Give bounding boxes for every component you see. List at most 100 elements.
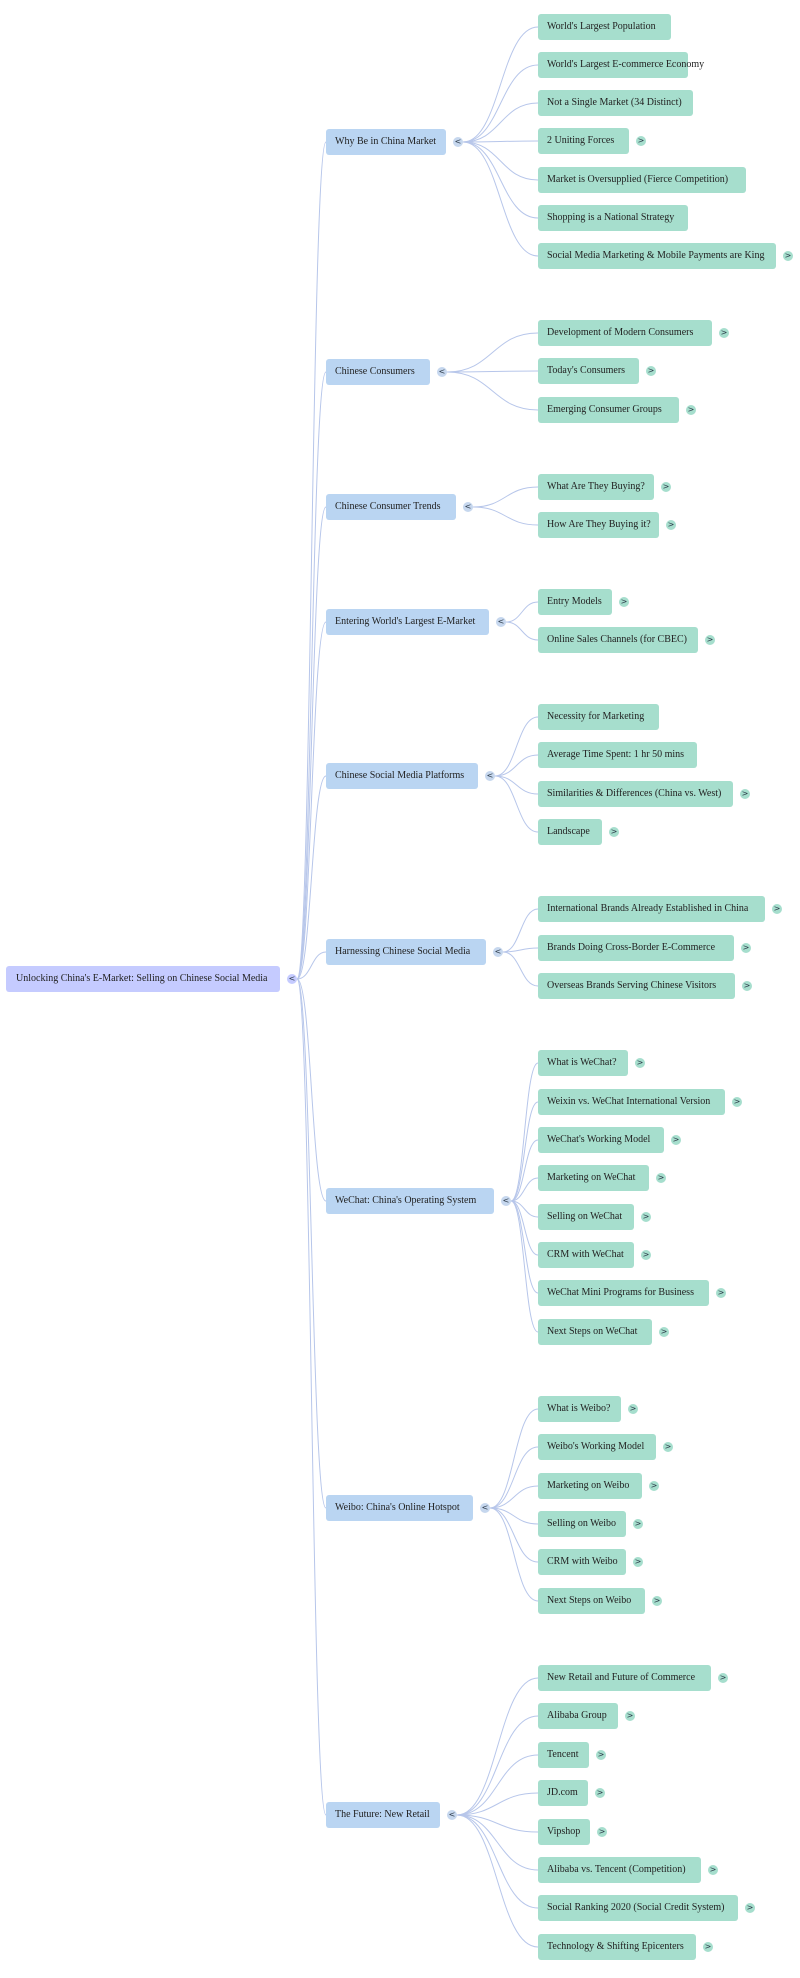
leaf-landscape[interactable]: Landscape (538, 819, 602, 845)
leaf-selling-on-weibo[interactable]: Selling on Weibo (538, 1511, 626, 1537)
leaf-what-are-they-buying[interactable]: What Are They Buying? (538, 474, 654, 500)
leaf-overseas-brands-serving-chinese-visitors[interactable]: Overseas Brands Serving Chinese Visitors (538, 973, 735, 999)
expand-icon[interactable]: > (597, 1827, 607, 1837)
expand-icon[interactable]: > (641, 1250, 651, 1260)
expand-icon[interactable]: > (716, 1288, 726, 1298)
leaf-world-s-largest-population[interactable]: World's Largest Population (538, 14, 671, 40)
leaf-shopping-is-a-national-strategy[interactable]: Shopping is a National Strategy (538, 205, 688, 231)
expand-icon[interactable]: > (595, 1788, 605, 1798)
leaf-wechat-mini-programs-for-business[interactable]: WeChat Mini Programs for Business (538, 1280, 709, 1306)
leaf-marketing-on-wechat[interactable]: Marketing on WeChat (538, 1165, 649, 1191)
leaf-online-sales-channels-for-cbec[interactable]: Online Sales Channels (for CBEC) (538, 627, 698, 653)
leaf-marketing-on-weibo[interactable]: Marketing on Weibo (538, 1473, 642, 1499)
expand-icon[interactable]: > (661, 482, 671, 492)
expand-icon[interactable]: > (671, 1135, 681, 1145)
expand-icon[interactable]: > (740, 789, 750, 799)
expand-icon[interactable]: > (625, 1711, 635, 1721)
leaf-social-ranking-2020-social-credit-system[interactable]: Social Ranking 2020 (Social Credit Syste… (538, 1895, 738, 1921)
expand-icon[interactable]: > (666, 520, 676, 530)
expand-icon[interactable]: > (596, 1750, 606, 1760)
expand-icon[interactable]: > (783, 251, 793, 261)
leaf-market-is-oversupplied-fierce-competition[interactable]: Market is Oversupplied (Fierce Competiti… (538, 167, 746, 193)
expand-icon[interactable]: > (649, 1481, 659, 1491)
leaf-alibaba-group[interactable]: Alibaba Group (538, 1703, 618, 1729)
expand-icon[interactable]: > (703, 1942, 713, 1952)
leaf-today-s-consumers[interactable]: Today's Consumers (538, 358, 639, 384)
leaf-similarities-differences-china-vs-west[interactable]: Similarities & Differences (China vs. We… (538, 781, 733, 807)
expand-icon[interactable]: > (686, 405, 696, 415)
expand-icon[interactable]: > (745, 1903, 755, 1913)
leaf-weibo-s-working-model[interactable]: Weibo's Working Model (538, 1434, 656, 1460)
branch-entering-world-s-largest-e-market[interactable]: Entering World's Largest E-Market (326, 609, 489, 635)
leaf-next-steps-on-weibo[interactable]: Next Steps on Weibo (538, 1588, 645, 1614)
leaf-alibaba-vs-tencent-competition[interactable]: Alibaba vs. Tencent (Competition) (538, 1857, 701, 1883)
leaf-2-uniting-forces[interactable]: 2 Uniting Forces (538, 128, 629, 154)
connector-line (462, 64, 539, 143)
branch-wechat-china-s-operating-system[interactable]: WeChat: China's Operating System (326, 1188, 494, 1214)
branch-the-future-new-retail[interactable]: The Future: New Retail (326, 1802, 440, 1828)
leaf-what-is-weibo[interactable]: What is Weibo? (538, 1396, 621, 1422)
leaf-tencent[interactable]: Tencent (538, 1742, 589, 1768)
collapse-icon[interactable]: < (480, 1503, 490, 1513)
expand-icon[interactable]: > (659, 1327, 669, 1337)
leaf-entry-models[interactable]: Entry Models (538, 589, 612, 615)
expand-icon[interactable]: > (705, 635, 715, 645)
expand-icon[interactable]: > (609, 827, 619, 837)
expand-icon[interactable]: > (633, 1557, 643, 1567)
expand-icon[interactable]: > (633, 1519, 643, 1529)
leaf-necessity-for-marketing[interactable]: Necessity for Marketing (538, 704, 659, 730)
expand-icon[interactable]: > (619, 597, 629, 607)
expand-icon[interactable]: > (718, 1673, 728, 1683)
collapse-icon[interactable]: < (501, 1196, 511, 1206)
expand-icon[interactable]: > (708, 1865, 718, 1875)
branch-chinese-consumers[interactable]: Chinese Consumers (326, 359, 430, 385)
collapse-icon[interactable]: < (453, 137, 463, 147)
leaf-technology-shifting-epicenters[interactable]: Technology & Shifting Epicenters (538, 1934, 696, 1960)
leaf-how-are-they-buying-it[interactable]: How Are They Buying it? (538, 512, 659, 538)
leaf-development-of-modern-consumers[interactable]: Development of Modern Consumers (538, 320, 712, 346)
collapse-icon[interactable]: < (496, 617, 506, 627)
expand-icon[interactable]: > (772, 904, 782, 914)
leaf-not-a-single-market-34-distinct[interactable]: Not a Single Market (34 Distinct) (538, 90, 693, 116)
collapse-icon[interactable]: < (493, 947, 503, 957)
collapse-icon[interactable]: < (485, 771, 495, 781)
leaf-brands-doing-cross-border-e-commerce[interactable]: Brands Doing Cross-Border E-Commerce (538, 935, 734, 961)
expand-icon[interactable]: > (741, 943, 751, 953)
root-topic[interactable]: Unlocking China's E-Market: Selling on C… (6, 966, 280, 992)
leaf-international-brands-already-established-in-china[interactable]: International Brands Already Established… (538, 896, 765, 922)
expand-icon[interactable]: > (732, 1097, 742, 1107)
branch-chinese-consumer-trends[interactable]: Chinese Consumer Trends (326, 494, 456, 520)
leaf-selling-on-wechat[interactable]: Selling on WeChat (538, 1204, 634, 1230)
expand-icon[interactable]: > (636, 136, 646, 146)
expand-icon[interactable]: > (641, 1212, 651, 1222)
leaf-average-time-spent-1-hr-50-mins[interactable]: Average Time Spent: 1 hr 50 mins (538, 742, 697, 768)
branch-why-be-in-china-market[interactable]: Why Be in China Market (326, 129, 446, 155)
leaf-crm-with-wechat[interactable]: CRM with WeChat (538, 1242, 634, 1268)
expand-icon[interactable]: > (628, 1404, 638, 1414)
collapse-icon[interactable]: < (463, 502, 473, 512)
leaf-what-is-wechat[interactable]: What is WeChat? (538, 1050, 628, 1076)
root-collapse-icon[interactable]: < (287, 974, 297, 984)
leaf-next-steps-on-wechat[interactable]: Next Steps on WeChat (538, 1319, 652, 1345)
leaf-emerging-consumer-groups[interactable]: Emerging Consumer Groups (538, 397, 679, 423)
leaf-social-media-marketing-mobile-payments-are-king[interactable]: Social Media Marketing & Mobile Payments… (538, 243, 776, 269)
leaf-jd-com[interactable]: JD.com (538, 1780, 588, 1806)
collapse-icon[interactable]: < (447, 1810, 457, 1820)
leaf-wechat-s-working-model[interactable]: WeChat's Working Model (538, 1127, 664, 1153)
expand-icon[interactable]: > (646, 366, 656, 376)
expand-icon[interactable]: > (742, 981, 752, 991)
branch-harnessing-chinese-social-media[interactable]: Harnessing Chinese Social Media (326, 939, 486, 965)
leaf-crm-with-weibo[interactable]: CRM with Weibo (538, 1549, 626, 1575)
expand-icon[interactable]: > (719, 328, 729, 338)
expand-icon[interactable]: > (635, 1058, 645, 1068)
branch-weibo-china-s-online-hotspot[interactable]: Weibo: China's Online Hotspot (326, 1495, 473, 1521)
expand-icon[interactable]: > (656, 1173, 666, 1183)
branch-chinese-social-media-platforms[interactable]: Chinese Social Media Platforms (326, 763, 478, 789)
expand-icon[interactable]: > (652, 1596, 662, 1606)
collapse-icon[interactable]: < (437, 367, 447, 377)
leaf-world-s-largest-e-commerce-economy[interactable]: World's Largest E-commerce Economy (538, 52, 704, 78)
leaf-new-retail-and-future-of-commerce[interactable]: New Retail and Future of Commerce (538, 1665, 711, 1691)
leaf-vipshop[interactable]: Vipshop (538, 1819, 590, 1845)
leaf-weixin-vs-wechat-international-version[interactable]: Weixin vs. WeChat International Version (538, 1089, 725, 1115)
expand-icon[interactable]: > (663, 1442, 673, 1452)
